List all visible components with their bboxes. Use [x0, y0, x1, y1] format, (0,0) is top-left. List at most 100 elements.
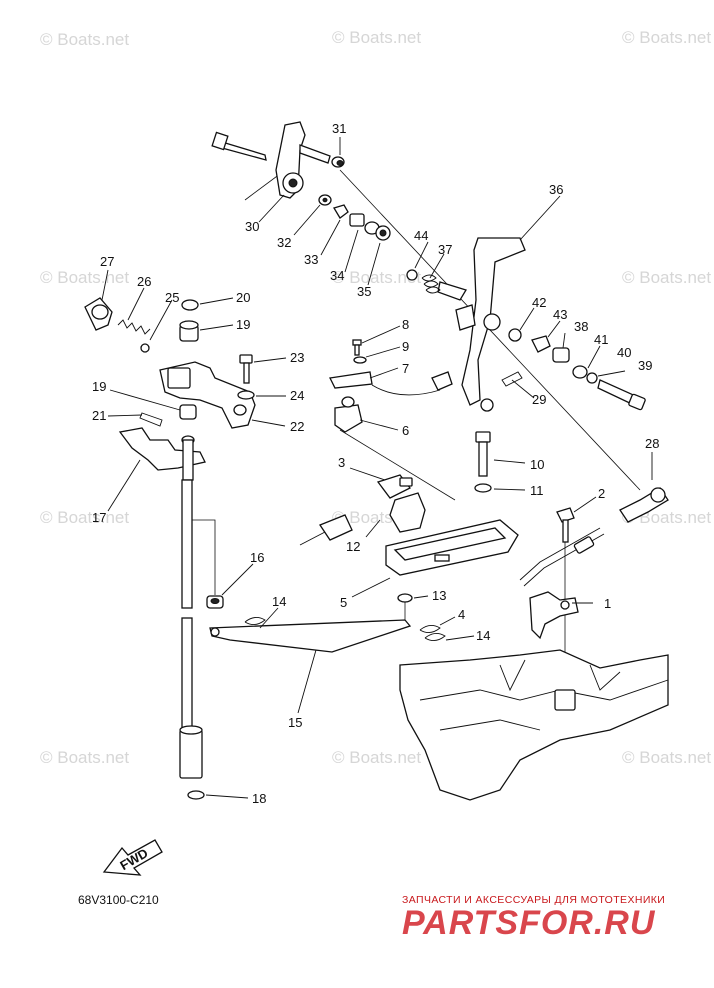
callout-3: 3 [338, 455, 345, 470]
watermark: © Boats.net [332, 748, 421, 767]
spring-37 [406, 269, 441, 294]
watermark: © Boats.net [622, 28, 711, 47]
slide-5 [385, 519, 519, 576]
watermark: © Boats.net [332, 268, 421, 287]
shop-logo: PARTSFOR.RU [402, 904, 656, 942]
watermarks: © Boats.net © Boats.net © Boats.net © Bo… [40, 28, 711, 767]
callout-29: 29 [532, 392, 546, 407]
callout-43: 43 [553, 307, 567, 322]
callout-25: 25 [165, 290, 179, 305]
watermark: © Boats.net [40, 30, 129, 49]
watermark: © Boats.net [622, 268, 711, 287]
oring-18 [187, 790, 205, 800]
housing-27 [84, 297, 113, 331]
shift-rod [179, 479, 203, 779]
crankcase [399, 649, 669, 801]
callout-39: 39 [638, 358, 652, 373]
watermark: © Boats.net [622, 748, 711, 767]
callout-37: 37 [438, 242, 452, 257]
callout-23: 23 [290, 350, 304, 365]
link-3 [376, 474, 413, 499]
callout-6: 6 [402, 423, 409, 438]
bolt-10 [475, 431, 491, 477]
switch-6 [334, 396, 363, 433]
washer-11 [474, 483, 492, 493]
callout-35: 35 [357, 284, 371, 299]
callout-34: 34 [330, 268, 344, 283]
callout-1: 1 [604, 596, 611, 611]
lever-36 [437, 237, 526, 412]
callout-8: 8 [402, 317, 409, 332]
callout-21: 21 [92, 408, 106, 423]
watermark: © Boats.net [40, 508, 129, 527]
callout-38: 38 [574, 319, 588, 334]
callout-17: 17 [92, 510, 106, 525]
callout-24: 24 [290, 388, 304, 403]
linkage-rod-15 [209, 617, 446, 653]
callout-36: 36 [549, 182, 563, 197]
callout-30: 30 [245, 219, 259, 234]
screw-8 [352, 339, 362, 356]
fwd-arrow: FWD [102, 839, 163, 876]
bushing-16 [206, 595, 224, 609]
callout-42: 42 [532, 295, 546, 310]
watermark: © Boats.net [40, 748, 129, 767]
spring-26 [117, 319, 151, 335]
washer-20 [181, 299, 199, 311]
callout-labels: 1 2 3 4 5 6 7 8 9 10 11 12 13 14 14 15 1… [92, 121, 659, 806]
callout-19b: 19 [92, 379, 106, 394]
callout-11: 11 [530, 483, 544, 498]
watermark: © Boats.net [40, 268, 129, 287]
washer-9 [353, 356, 367, 364]
collar-19b [179, 404, 197, 420]
washer-13 [397, 593, 413, 603]
bushing-31 [331, 156, 345, 168]
callout-15: 15 [288, 715, 302, 730]
shop-tagline: ЗАПЧАСТИ И АКСЕССУАРЫ ДЛЯ МОТОТЕХНИКИ [402, 894, 666, 906]
pin-21 [139, 412, 163, 427]
callout-2: 2 [598, 486, 605, 501]
leader-lines [101, 137, 653, 799]
bolt-2 [556, 507, 575, 543]
parts-38-43 [508, 328, 646, 411]
callout-7: 7 [402, 361, 409, 376]
watermark: © Boats.net [332, 28, 421, 47]
cable-end-28 [519, 487, 669, 587]
ball-25 [140, 343, 150, 353]
callout-4: 4 [458, 607, 465, 622]
bolt-23 [239, 354, 253, 384]
callout-32: 32 [277, 235, 291, 250]
callout-44: 44 [414, 228, 428, 243]
callout-18: 18 [252, 791, 266, 806]
callout-19: 19 [236, 317, 250, 332]
washer-24 [237, 390, 255, 400]
callout-28: 28 [645, 436, 659, 451]
callout-27: 27 [100, 254, 114, 269]
small-parts-32-35 [318, 194, 391, 241]
clip-29 [501, 371, 523, 387]
bracket-7 [329, 371, 453, 396]
lever-30 [211, 121, 331, 199]
callout-14: 14 [272, 594, 286, 609]
bracket-1 [529, 591, 579, 640]
callout-20: 20 [236, 290, 250, 305]
bracket-22 [159, 361, 256, 429]
callout-9: 9 [402, 339, 409, 354]
callout-33: 33 [304, 252, 318, 267]
callout-5: 5 [340, 595, 347, 610]
callout-13: 13 [432, 588, 446, 603]
callout-14b: 14 [476, 628, 490, 643]
callout-31: 31 [332, 121, 346, 136]
plate-12 [299, 492, 426, 546]
callout-22: 22 [290, 419, 304, 434]
callout-10: 10 [530, 457, 544, 472]
callout-41: 41 [594, 332, 608, 347]
shift-lever-17 [118, 427, 206, 481]
collar-19 [179, 320, 199, 342]
callout-12: 12 [346, 539, 360, 554]
callout-40: 40 [617, 345, 631, 360]
part-code: 68V3100-C210 [78, 893, 159, 907]
callout-26: 26 [137, 274, 151, 289]
callout-16: 16 [250, 550, 264, 565]
